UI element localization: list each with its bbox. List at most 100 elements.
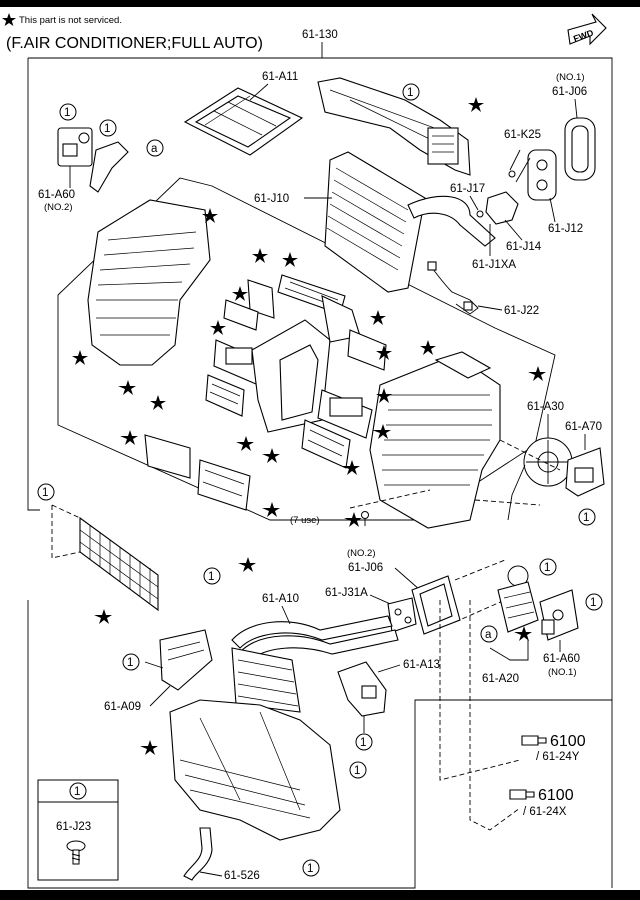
bottom-border-bar: [0, 890, 640, 900]
star-icon: [376, 345, 392, 360]
star-icon: [262, 502, 280, 517]
label-61-A60-left: 61-A60: [38, 189, 75, 201]
star-icon: [344, 512, 362, 527]
callout-1: 1: [349, 761, 367, 779]
star-icon: [202, 208, 218, 223]
screw-icon: [66, 840, 86, 865]
callout-1: 1: [585, 593, 603, 611]
star-icon: [262, 448, 280, 463]
reference-6100-24X: 6100 / 61-24X: [469, 600, 574, 831]
label-61-J22: 61-J22: [504, 305, 539, 317]
star-icon: [238, 557, 256, 572]
pointing-hand-icon: [521, 735, 547, 746]
label-61-526: 61-526: [224, 870, 260, 882]
lower-case: [169, 699, 341, 841]
reference-6100-24Y: 6100 / 61-24Y: [439, 600, 586, 781]
label-no1-top: (NO.1): [556, 72, 585, 83]
label-61-J17: 61-J17: [450, 183, 485, 195]
legend-box: 1 61-J23: [37, 779, 119, 881]
part-61-A11-filter-frame: 61-A11: [183, 71, 304, 156]
label-61-J1XA: 61-J1XA: [472, 259, 516, 271]
star-icon: [468, 97, 484, 112]
main-frame: [27, 57, 613, 889]
callout-1: 1: [402, 83, 420, 101]
svg-text:1: 1: [127, 657, 133, 669]
label-no2-mid: (NO.2): [347, 548, 376, 559]
star-icon: [342, 460, 360, 475]
svg-text:1: 1: [407, 87, 413, 99]
label-61-J10: 61-J10: [254, 193, 289, 205]
star-icon: [118, 380, 136, 395]
part-61-J31A: 61-J31A: [325, 587, 417, 633]
svg-text:1: 1: [544, 562, 550, 574]
star-icon: [252, 248, 268, 263]
svg-text:1: 1: [583, 512, 589, 524]
label-61-J06-top: 61-J06: [552, 86, 587, 98]
part-61-A10-heater-core: 61-A10: [231, 593, 399, 713]
legend-part-61-J23: 61-J23: [56, 821, 91, 833]
label-no1-right: (NO.1): [548, 667, 577, 678]
label-61-A11: 61-A11: [262, 71, 298, 83]
star-icon: [120, 430, 138, 445]
callout-1: 1: [37, 483, 55, 501]
star-markers: [72, 97, 546, 755]
dashed-leaders-a30: [349, 439, 561, 509]
star-icon: [236, 436, 254, 451]
label-61-A70: 61-A70: [565, 421, 602, 433]
label-61-K25: 61-K25: [504, 129, 541, 141]
unit-assembly-outline: [57, 177, 556, 521]
label-61-A13: 61-A13: [403, 659, 440, 671]
star-icon: [370, 310, 386, 325]
label-no2-left: (NO.2): [44, 202, 73, 213]
label-61-A10: 61-A10: [262, 593, 299, 605]
middle-dampers: [144, 274, 387, 511]
star-icon: [210, 320, 226, 335]
not-serviced-note: This part is not serviced.: [19, 15, 122, 26]
left-case-half: [87, 199, 211, 366]
callout-1: 1: [578, 508, 596, 526]
screw-7-use: (7 use): [290, 511, 369, 526]
refrigerant-pipe: [407, 195, 496, 247]
star-icon: [72, 350, 88, 365]
air-filter-grid: [51, 504, 159, 612]
part-61-A09: 61-A09: [104, 629, 213, 713]
part-61-J22-harness: 61-J22: [427, 261, 539, 317]
part-61-A13-bracket: 61-A13: [337, 659, 440, 733]
callout-1: 1: [302, 859, 320, 877]
part-61-J06-mid: (NO.2) 61-J06: [347, 548, 506, 635]
svg-text:1: 1: [590, 597, 596, 609]
callout-1: 1: [59, 103, 77, 121]
callout-a: a: [480, 625, 498, 643]
part-61-A20: 61-A20: [482, 565, 539, 685]
star-icon: [150, 395, 166, 410]
callouts: 1 1 1 1 1 1 1 1 1 1 1 1 a a: [37, 83, 603, 877]
label-61-130: 61-130: [302, 29, 338, 41]
star-icon: [282, 252, 298, 267]
svg-text:1: 1: [360, 737, 366, 749]
callout-1: 1: [122, 653, 140, 671]
star-icon: [514, 626, 532, 641]
label-61-J14: 61-J14: [506, 241, 542, 253]
pointing-hand-icon: [509, 789, 535, 800]
star-icon: [420, 340, 436, 355]
part-61-526-drain-hose: 61-526: [183, 827, 260, 882]
svg-text:1: 1: [354, 765, 360, 777]
part-61-A70-actuator: 61-A70: [565, 421, 605, 497]
ref-6100-top: 6100: [550, 733, 586, 750]
label-7-use: (7 use): [290, 515, 320, 526]
right-case-half: [369, 351, 501, 529]
star-icon: [94, 609, 112, 624]
star-icon: [232, 286, 248, 301]
callout-1: 1: [99, 119, 117, 137]
part-61-J12: 61-J12: [527, 149, 583, 235]
callout-1: 1: [203, 567, 221, 585]
label-61-A09: 61-A09: [104, 701, 141, 713]
svg-text:1: 1: [104, 123, 110, 135]
ref-61-24X: / 61-24X: [523, 806, 567, 818]
ref-61-24Y: / 61-24Y: [536, 751, 580, 763]
header: This part is not serviced. (F.AIR CONDIT…: [2, 13, 607, 58]
svg-text:a: a: [151, 143, 158, 155]
callout-a: a: [146, 139, 164, 157]
svg-text:1: 1: [42, 487, 48, 499]
label-61-J06-mid: 61-J06: [348, 562, 383, 574]
